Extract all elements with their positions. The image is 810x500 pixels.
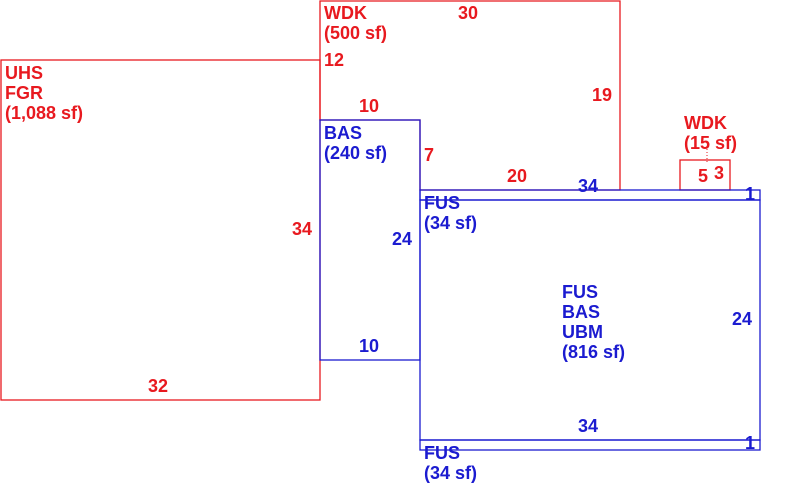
dim-main-bottom: 34	[578, 416, 598, 436]
fus-top-label-area: (34 sf)	[424, 213, 477, 233]
dim-wdk-small-width: 5	[698, 166, 708, 186]
dim-wdk-small-height: 3	[714, 163, 724, 183]
dim-fus-top-width: 34	[578, 176, 598, 196]
dim-bas-right: 24	[392, 229, 412, 249]
bas-label-area: (240 sf)	[324, 143, 387, 163]
dim-uhs-bottom: 32	[148, 376, 168, 396]
dim-main-right: 24	[732, 309, 752, 329]
dim-wdk-bottom: 20	[507, 166, 527, 186]
uhs-label-area: (1,088 sf)	[5, 103, 83, 123]
fus-bottom-label-area: (34 sf)	[424, 463, 477, 483]
dim-uhs-right: 34	[292, 219, 312, 239]
dim-wdk-right: 19	[592, 85, 612, 105]
dim-fus-top-height: 1	[745, 184, 755, 204]
bas-label-line1: BAS	[324, 123, 362, 143]
dim-wdk-top: 30	[458, 3, 478, 23]
uhs-label-line2: FGR	[5, 83, 43, 103]
uhs-label-line1: UHS	[5, 63, 43, 83]
fus-bottom-strip-outline	[419, 439, 761, 451]
wdk-large-label-area: (500 sf)	[324, 23, 387, 43]
main-label-line3: UBM	[562, 322, 603, 342]
dim-uhs-top-step: 12	[324, 50, 344, 70]
dim-bas-bottom: 10	[359, 336, 379, 356]
dim-wdk-left-segment: 10	[359, 96, 379, 116]
main-label-line1: FUS	[562, 282, 598, 302]
wdk-large-label-line1: WDK	[324, 3, 367, 23]
dim-wdk-left-lower: 7	[424, 145, 434, 165]
dim-fus-bottom-height: 1	[745, 433, 755, 453]
wdk-small-label-line1: WDK	[684, 113, 727, 133]
wdk-small-label-area: (15 sf)	[684, 133, 737, 153]
fus-bottom-label-line1: FUS	[424, 443, 460, 463]
fus-top-label-line1: FUS	[424, 193, 460, 213]
main-label-line2: BAS	[562, 302, 600, 322]
main-label-area: (816 sf)	[562, 342, 625, 362]
